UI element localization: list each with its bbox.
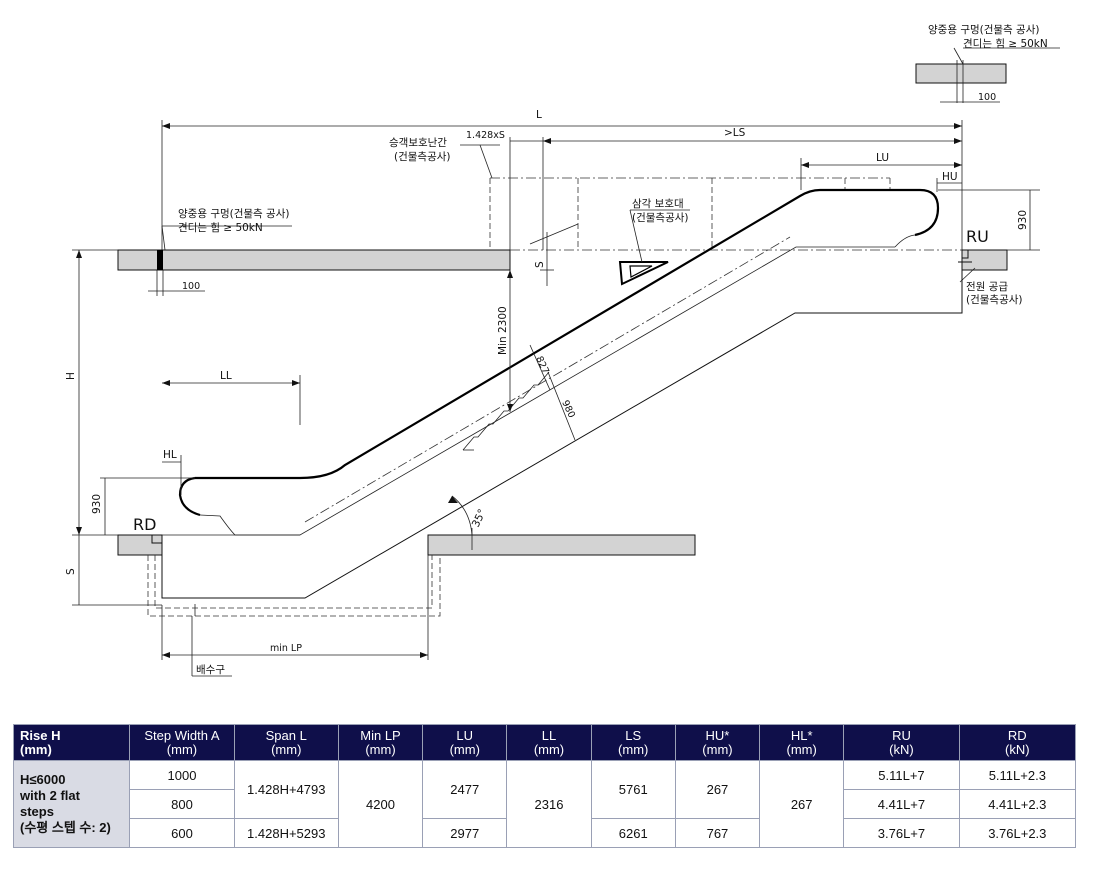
power-note-line2: (건물측공사) xyxy=(966,294,1023,306)
table-row: 800 4.41L+7 4.41L+2.3 xyxy=(14,789,1077,819)
top-right-detail: 양중용 구멍(건물측 공사) 견디는 힘 ≥ 50kN 100 xyxy=(915,24,1060,103)
header-step-width: Step Width A(mm) xyxy=(129,724,235,761)
cell-step-width: 800 xyxy=(129,789,235,819)
passenger-handrail: 승객보호난간 (건물측공사) xyxy=(389,137,891,250)
cell-span: 1.428H+5293 xyxy=(233,818,339,848)
table-header-row: Rise H(mm) Step Width A(mm) Span L(mm) M… xyxy=(12,724,1077,761)
cell-rd: 4.41L+2.3 xyxy=(958,789,1077,819)
header-span: Span L(mm) xyxy=(233,724,339,761)
angle-label: 35° xyxy=(470,507,489,529)
cell-ll: 2316 xyxy=(506,760,592,848)
top-right-note-line1: 양중용 구멍(건물측 공사) xyxy=(928,24,1039,36)
left-note-line2: 견디는 힘 ≥ 50kN xyxy=(178,222,263,234)
cell-lu: 2477 xyxy=(422,760,508,819)
cell-rd: 3.76L+2.3 xyxy=(958,818,1077,848)
dim-930-upper-label: 930 xyxy=(1017,210,1029,230)
dim-HL-label: HL xyxy=(163,449,177,461)
upper-floor: RU 전원 공급 (건물측공사) xyxy=(117,227,1023,306)
dim-S-upper-label: S xyxy=(534,261,546,268)
clearance-dimensions: Min 2300 827 980 xyxy=(497,270,577,441)
triangle-guard: 삼각 보호대 (건물측공사) xyxy=(618,198,690,286)
header-hu: HU*(mm) xyxy=(674,724,761,761)
header-ls: LS(mm) xyxy=(590,724,676,761)
RD-label: RD xyxy=(133,515,156,534)
dim-930-lower-label: 930 xyxy=(91,494,103,514)
dim-LS-label: >LS xyxy=(724,127,746,139)
left-lifting-note: 양중용 구멍(건물측 공사) 견디는 힘 ≥ 50kN 100 xyxy=(148,208,292,296)
cell-ru: 5.11L+7 xyxy=(843,760,960,790)
header-ll: LL(mm) xyxy=(506,724,592,761)
dim-minLP-label: min LP xyxy=(270,643,302,654)
dim-HU-label: HU xyxy=(942,171,958,183)
cell-step-width: 600 xyxy=(129,818,235,848)
cell-hl: 267 xyxy=(759,760,845,848)
cell-step-width: 1000 xyxy=(129,760,235,790)
cell-ls: 5761 xyxy=(590,760,676,819)
dim-L-label: L xyxy=(536,109,542,121)
RU-label: RU xyxy=(966,227,989,246)
cell-ls: 6261 xyxy=(590,818,676,848)
specification-table: Rise H(mm) Step Width A(mm) Span L(mm) M… xyxy=(12,724,1077,848)
upper-S-dim: S xyxy=(529,223,579,286)
table-row: H≤6000 with 2 flat steps (수평 스텝 수: 2) 10… xyxy=(12,760,1077,848)
lower-floor: RD 배수구 xyxy=(117,515,696,677)
drain-label: 배수구 xyxy=(196,664,225,676)
cell-rd: 5.11L+2.3 xyxy=(958,760,1077,790)
cell-ru: 3.76L+7 xyxy=(843,818,960,848)
power-note-line1: 전원 공급 xyxy=(966,281,1008,293)
dim-S-lower-label: S xyxy=(65,568,77,575)
cell-hu: 267 xyxy=(674,760,761,819)
header-ru: RU(kN) xyxy=(843,724,960,761)
header-rd: RD(kN) xyxy=(958,724,1077,761)
dim-980-label: 980 xyxy=(559,399,577,420)
handrail-note-line1: 승객보호난간 xyxy=(389,137,447,149)
cell-lu: 2977 xyxy=(422,818,508,848)
header-hl: HL*(mm) xyxy=(759,724,845,761)
header-rise: Rise H(mm) xyxy=(12,724,131,761)
right-dimension-930: 930 xyxy=(938,189,1040,251)
header-min-lp: Min LP(mm) xyxy=(337,724,424,761)
dim-LL-label: LL xyxy=(220,370,232,382)
triangle-note-line1: 삼각 보호대 xyxy=(632,198,684,210)
top-dimensions: L >LS 1.428xS LU HU xyxy=(161,109,963,250)
left-dim-100: 100 xyxy=(182,281,200,292)
min-LP-dimension: min LP xyxy=(161,555,429,660)
left-note-line1: 양중용 구멍(건물측 공사) xyxy=(178,208,289,220)
cell-hu: 767 xyxy=(674,818,761,848)
handrail-note-line2: (건물측공사) xyxy=(394,151,451,163)
cell-min-lp: 4200 xyxy=(337,760,424,848)
cell-ru: 4.41L+7 xyxy=(843,789,960,819)
row-head-rise: H≤6000 with 2 flat steps (수평 스텝 수: 2) xyxy=(12,760,131,848)
triangle-note-line2: (건물측공사) xyxy=(632,212,689,224)
top-right-dim-100: 100 xyxy=(978,92,996,103)
escalator-drawing: 양중용 구멍(건물측 공사) 견디는 힘 ≥ 50kN 100 L >LS 1.… xyxy=(65,24,1060,677)
dim-min2300-label: Min 2300 xyxy=(497,306,509,355)
header-lu: LU(mm) xyxy=(422,724,508,761)
formula-S-label: 1.428xS xyxy=(466,130,505,141)
left-dimensions: H S 930 HL LL xyxy=(65,249,301,606)
dim-H-label: H xyxy=(65,372,77,380)
dim-LU-label: LU xyxy=(876,152,889,164)
cell-span: 1.428H+4793 xyxy=(233,760,339,819)
table-row: 600 1.428H+5293 2977 6261 767 3.76L+7 3.… xyxy=(14,818,1077,848)
top-right-note-line2: 견디는 힘 ≥ 50kN xyxy=(963,38,1048,50)
